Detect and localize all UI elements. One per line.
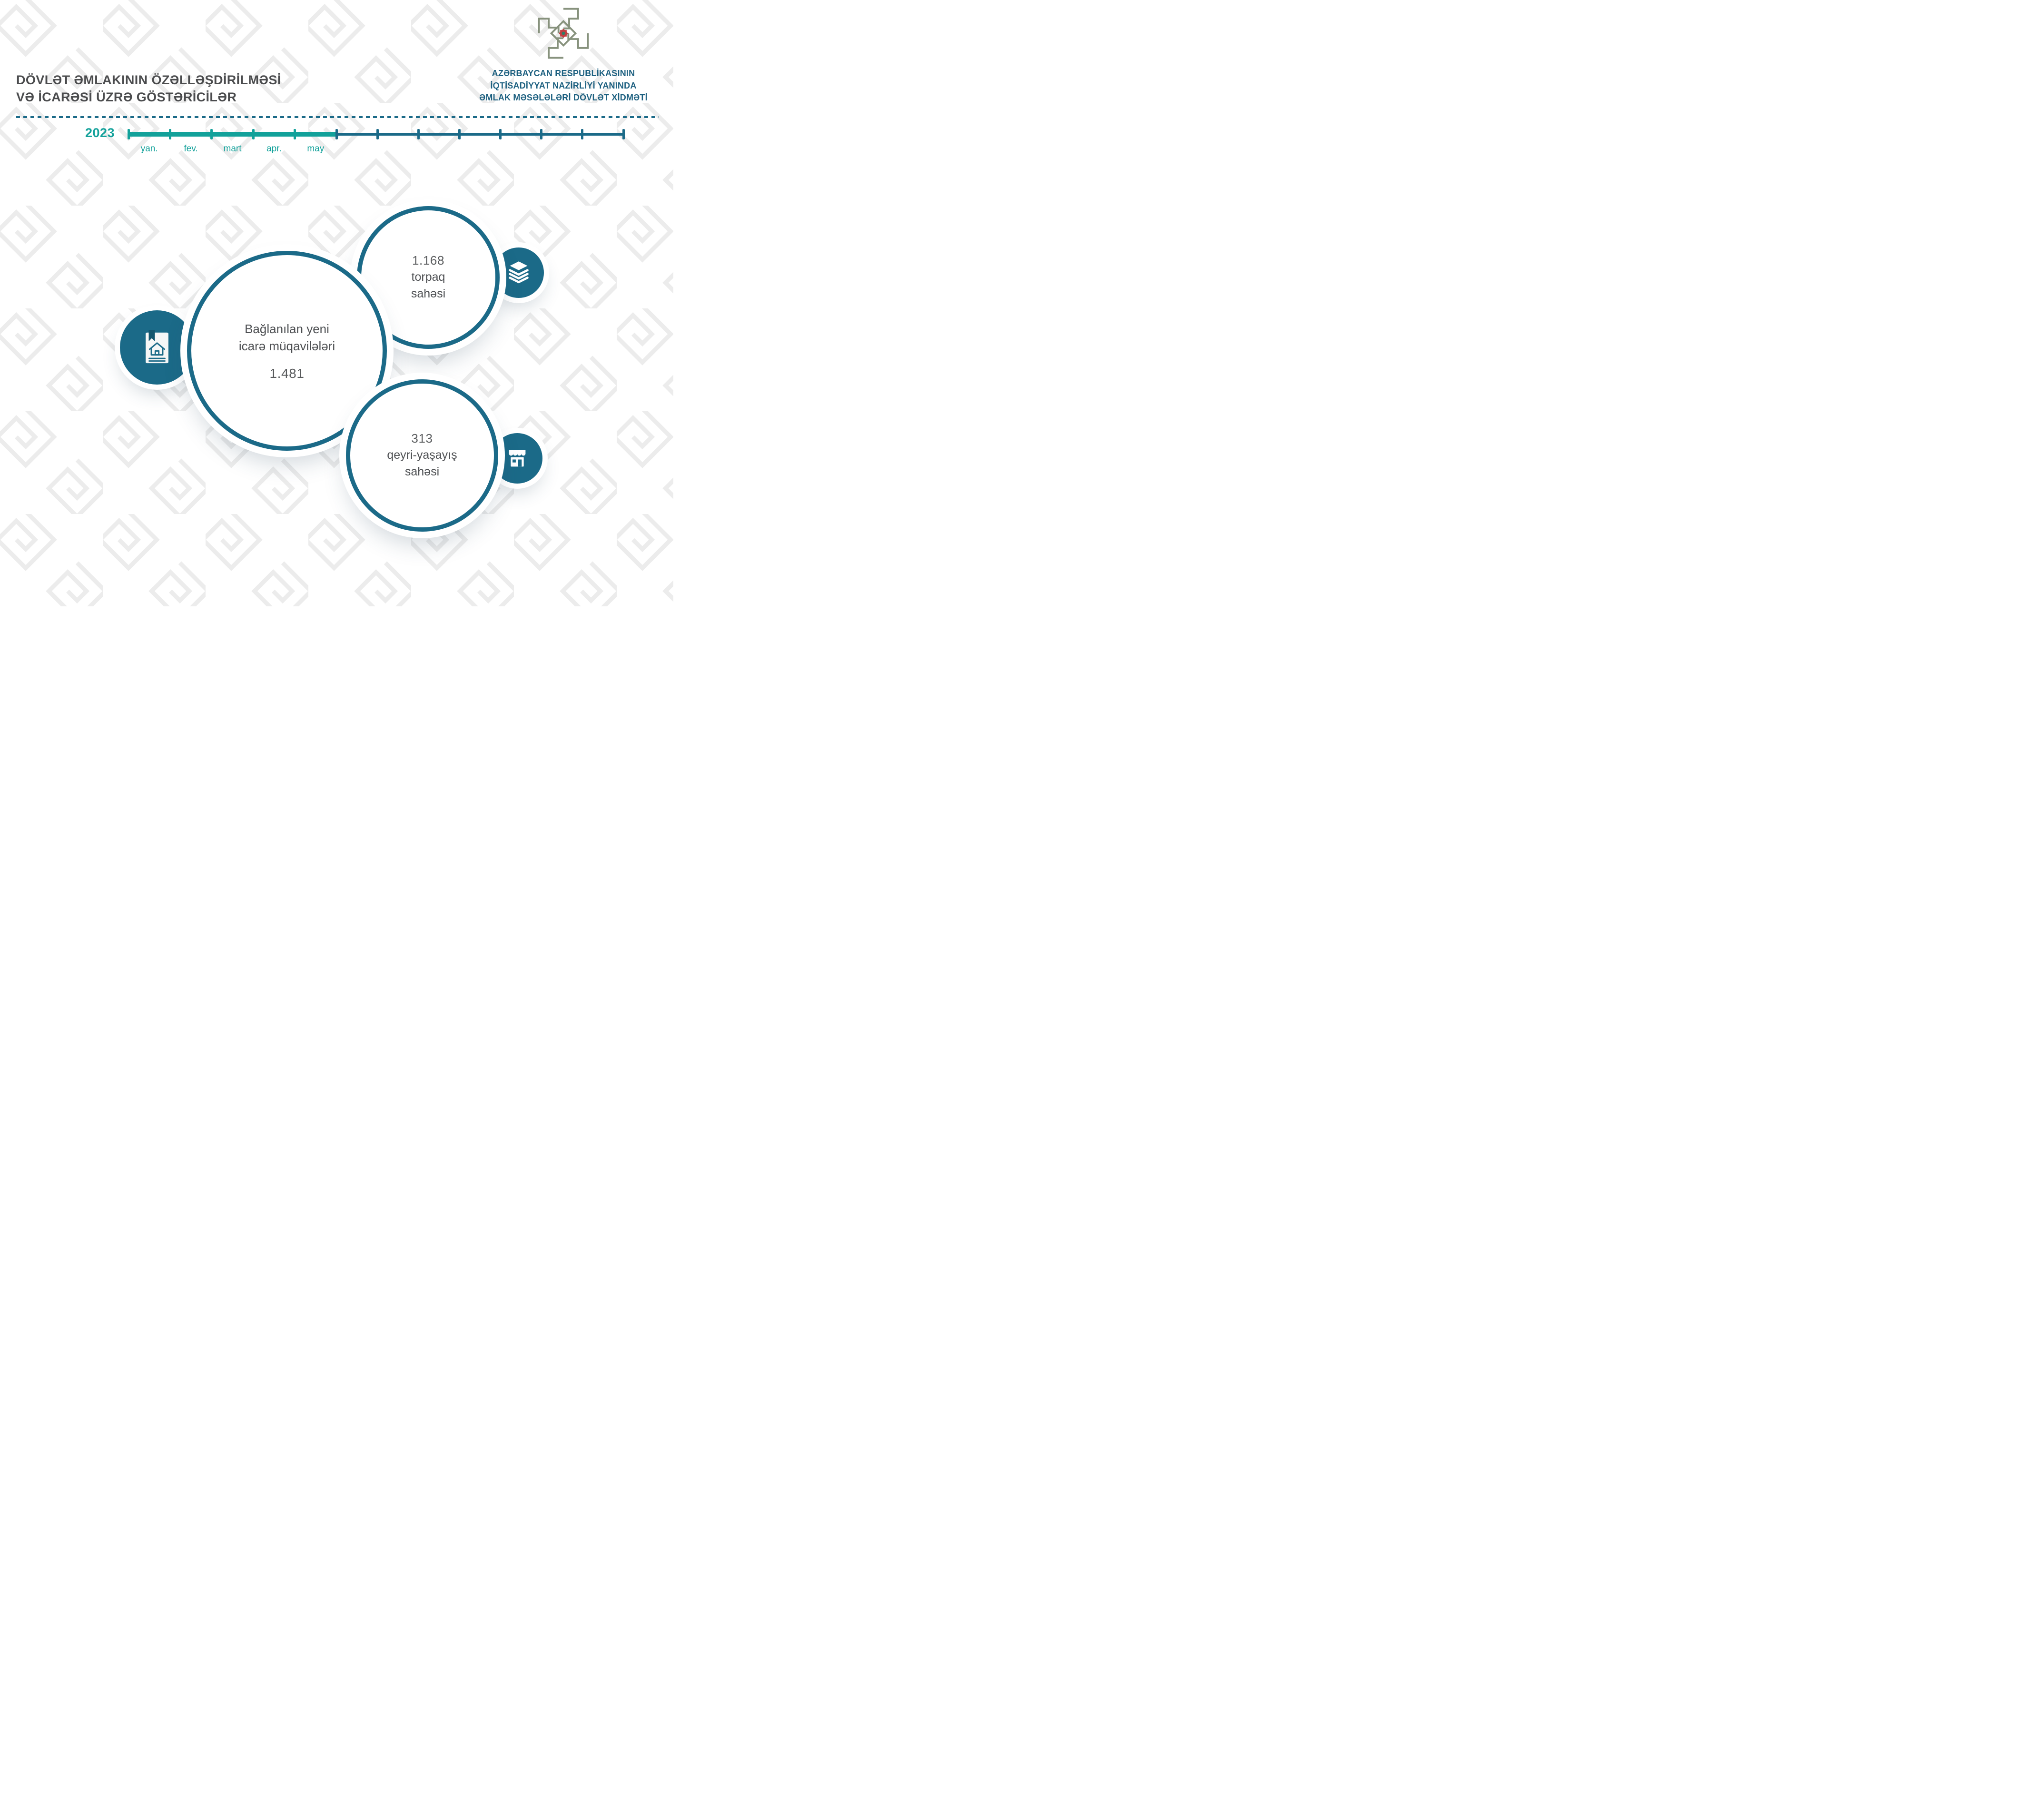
stat-label-line2: icarə müqavilələri [238,339,335,353]
land-area-icon-badge [493,247,544,298]
stat-label-line2: sahəsi [404,465,440,478]
stat-circle-new-lease-contracts: Bağlanılan yeni icarə müqavilələri 1.481 [187,251,387,451]
timeline-tick [540,129,543,139]
page-title: DÖVLƏT ƏMLAKININ ÖZƏLLƏŞDİRİLMƏSİ VƏ İCA… [16,71,281,106]
timeline-month-label: yan. [140,144,158,154]
stat-label-new-lease-contracts: Bağlanılan yeni icarə müqavilələri [239,320,335,355]
timeline-tick [417,129,420,139]
lease-contract-document-icon [146,330,168,364]
stat-label-line1: torpaq [411,270,445,284]
page-title-line2: VƏ İCARƏSİ ÜZRƏ GÖSTƏRİCİLƏR [16,90,237,105]
stat-value-non-residential: 313 [411,431,433,445]
timeline-tick [458,129,461,139]
timeline-tick [622,129,625,139]
org-name: AZƏRBAYCAN RESPUBLİKASININ İQTİSADİYYAT … [479,68,648,104]
timeline-month-label: apr. [266,144,282,154]
org-name-line3: ƏMLAK MƏSƏLƏLƏRİ DÖVLƏT XİDMƏTİ [479,93,648,103]
stat-label-non-residential: qeyri-yaşayış sahəsi [387,447,457,480]
stat-label-line2: sahəsi [411,287,446,300]
timeline: yan. fev. mart apr. may [127,126,626,157]
infographic-page: DÖVLƏT ƏMLAKININ ÖZƏLLƏŞDİRİLMƏSİ VƏ İCA… [0,0,673,606]
stat-label-line1: Bağlanılan yeni [245,321,329,336]
org-header: AZƏRBAYCAN RESPUBLİKASININ İQTİSADİYYAT … [466,5,661,104]
emblem-center-star [559,29,568,38]
stat-label-land-area: torpaq sahəsi [411,269,445,302]
timeline-inactive-bar [336,133,623,136]
org-name-line2: İQTİSADİYYAT NAZİRLİYİ YANINDA [490,80,637,90]
timeline-year-label: 2023 [85,126,115,140]
timeline-tick [168,129,171,139]
timeline-month-label: may [307,144,325,154]
timeline-tick [376,129,379,139]
timeline-tick [581,129,584,139]
timeline-tick [252,129,255,139]
stat-value-land-area: 1.168 [412,253,445,267]
land-layers-icon [509,261,529,284]
timeline-tick [294,129,296,139]
timeline-tick [335,129,338,139]
timeline-month-label: fev. [184,144,198,154]
timeline-month-label: mart [223,144,242,154]
stat-value-new-lease-contracts: 1.481 [269,366,305,381]
page-title-line1: DÖVLƏT ƏMLAKININ ÖZƏLLƏŞDİRİLMƏSİ [16,73,281,87]
dashed-separator [16,116,659,118]
org-emblem-logo [538,8,589,59]
non-residential-icon-badge [492,433,542,484]
timeline-tick [210,129,213,139]
timeline-tick [127,129,130,139]
stat-label-line1: qeyri-yaşayış [387,448,457,462]
timeline-tick [499,129,502,139]
storefront-icon [509,450,526,467]
org-name-line1: AZƏRBAYCAN RESPUBLİKASININ [492,69,635,78]
stat-circle-non-residential-area: 313 qeyri-yaşayış sahəsi [346,379,498,532]
lease-contract-icon-badge [120,310,194,385]
timeline-active-bar [128,132,336,137]
